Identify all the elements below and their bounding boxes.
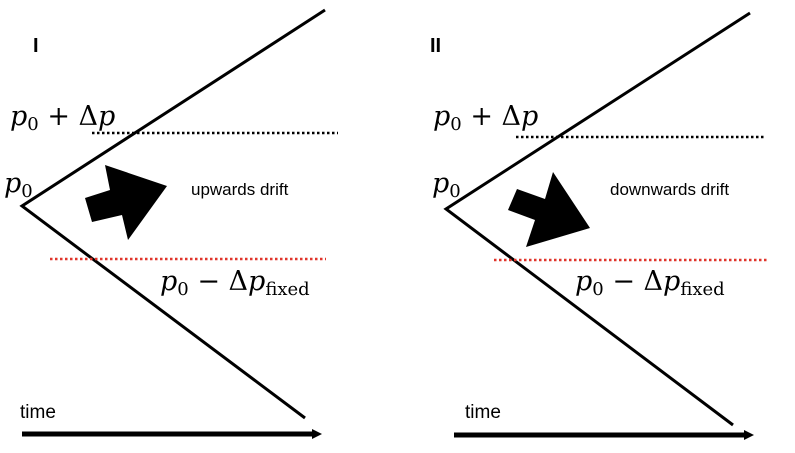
drift-label: downwards drift (610, 180, 729, 199)
panel-label: I (33, 35, 39, 57)
panel-2: II p0 + Δp p0 downwards drift p0 − Δpfix… (430, 11, 768, 440)
drift-label: upwards drift (191, 180, 289, 199)
origin-label: p0 (4, 168, 33, 202)
time-label: time (20, 402, 56, 423)
downward-drift-arrow-icon (508, 172, 590, 247)
time-label: time (465, 402, 501, 423)
upper-threshold-label: p0 + Δp (10, 101, 115, 135)
upper-threshold-label: p0 + Δp (433, 101, 538, 135)
origin-label: p0 (432, 168, 461, 202)
upward-drift-arrow-icon (85, 165, 167, 240)
panel-1: I p0 + Δp p0 upwards drift p0 − Δpfixed … (4, 8, 338, 439)
lower-threshold-label: p0 − Δpfixed (160, 266, 310, 300)
lower-threshold-label: p0 − Δpfixed (575, 266, 725, 300)
boundary-lines (19, 8, 326, 420)
boundary-lines (443, 11, 751, 427)
panel-label: II (430, 35, 441, 57)
